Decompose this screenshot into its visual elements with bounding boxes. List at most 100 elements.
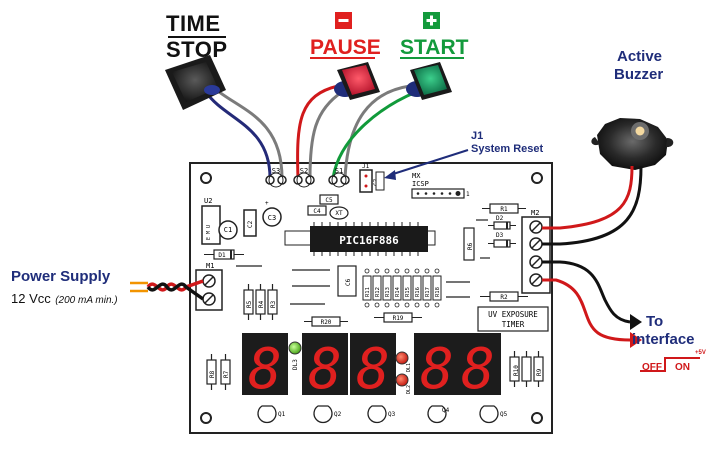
display-digit-4 <box>414 333 460 395</box>
part-label-r8: R8 <box>209 370 216 378</box>
power-supply-title: Power Supply <box>11 268 111 285</box>
digit-2: 8 <box>308 337 342 402</box>
plus-icon <box>423 12 440 29</box>
display-digit-2 <box>302 333 348 395</box>
power-wire-black <box>146 282 205 301</box>
pause-button-graphic <box>334 62 380 100</box>
display-digit-3 <box>350 333 396 395</box>
part-label-xt: XT <box>335 210 343 217</box>
part-label-r10: R10 <box>513 365 520 376</box>
part-label-j1: J1 <box>362 163 370 170</box>
part-label-r2: R2 <box>500 294 508 301</box>
part-label-r6: R6 <box>467 242 474 250</box>
digit-4: 8 <box>420 337 454 402</box>
buzzer-label-line2: Buzzer <box>614 66 664 83</box>
part-label-r20: R20 <box>321 319 332 326</box>
j1-label: J1 <box>471 130 484 142</box>
led-dl1-red <box>395 351 409 365</box>
part-label-r17: R17 <box>425 287 431 297</box>
c3-capacitor <box>262 207 282 227</box>
wire-pause-red <box>296 84 339 179</box>
part-label-c1: C1 <box>224 226 232 234</box>
pic-pins <box>313 222 419 256</box>
part-label-r11: R11 <box>365 287 371 297</box>
icsp-label: ICSP <box>412 180 429 188</box>
minus-icon <box>335 12 352 29</box>
buzzer-wire-black <box>542 165 643 246</box>
icsp-pin1-label: 1 <box>466 191 470 198</box>
time-stop-button-graphic <box>165 55 226 110</box>
wire-pause-gray <box>308 90 343 179</box>
mounting-hole-icon <box>531 412 543 424</box>
part-label-u2: U2 <box>204 197 212 205</box>
board-title-line1: UV EXPOSURE <box>488 310 538 319</box>
pad-label-s3: S3 <box>272 167 280 175</box>
c4-capacitor <box>307 205 327 216</box>
wire-timestop-blue <box>204 91 272 179</box>
start-label: START <box>400 36 469 59</box>
mounting-hole-icon <box>200 172 212 184</box>
start-button-graphic <box>406 62 452 100</box>
buzzer-icon <box>591 118 674 170</box>
c2-capacitor <box>243 209 257 237</box>
j1-pointer-arrow <box>389 149 469 176</box>
switch-pads <box>265 172 350 188</box>
display-digit-1 <box>242 333 288 395</box>
r6-resistor <box>463 227 475 261</box>
pause-label: PAUSE <box>310 36 381 59</box>
part-label-m1: M1 <box>206 262 214 270</box>
mcu-label: PIC16F886 <box>339 234 399 247</box>
part-label-r4: R4 <box>258 300 265 308</box>
c3-plus-mark: + <box>265 200 269 207</box>
wire-start-green <box>331 90 417 179</box>
c1-capacitor <box>218 220 238 240</box>
part-label-d2: D2 <box>496 215 504 222</box>
part-label-r19: R19 <box>393 315 404 322</box>
part-label-r16: R16 <box>415 287 421 297</box>
buzzer-label-line1: Active <box>617 48 663 65</box>
board-title-box <box>477 306 549 332</box>
wire-start-gray <box>343 84 411 179</box>
part-label-dl1: DL1 <box>406 363 412 372</box>
board-title-line2: TIMER <box>502 320 525 329</box>
part-label-r15: R15 <box>405 287 411 297</box>
interface-arrow-black-icon <box>630 314 642 330</box>
led-dl3-green <box>288 341 302 355</box>
xt-crystal <box>329 206 349 220</box>
digit-1: 8 <box>248 337 282 402</box>
board-traces <box>236 219 490 305</box>
seven-segment-displays <box>242 333 501 395</box>
part-label-q2: Q2 <box>334 411 342 418</box>
part-label-dl3: DL3 <box>292 359 299 370</box>
part-label-c2: C2 <box>247 220 254 228</box>
part-label-dl2: DL2 <box>406 385 412 394</box>
digit-5: 8 <box>461 337 495 402</box>
c6-capacitor <box>337 265 357 297</box>
part-label-r13: R13 <box>385 287 391 297</box>
wire-timestop-gray <box>213 86 284 179</box>
power-supply-spec: 12 Vcc (200 mA min.) <box>11 290 118 308</box>
icsp-mx-label: MX <box>412 172 421 180</box>
pic-mcu-chip <box>310 226 428 252</box>
power-voltage: 12 Vcc <box>11 291 51 306</box>
interface-wire-red <box>542 278 631 342</box>
part-label-d1: D1 <box>218 252 226 259</box>
pad-label-s2: S2 <box>300 167 308 175</box>
transistors <box>257 405 499 424</box>
pad-label-s1: S1 <box>335 167 343 175</box>
part-label-r18: R18 <box>435 287 441 297</box>
part-label-r7: R7 <box>223 370 230 378</box>
part-label-m2: M2 <box>531 209 539 217</box>
timestop-label-line2: STOP <box>166 37 228 62</box>
mounting-hole-icon <box>531 172 543 184</box>
part-label-r5: R5 <box>246 300 253 308</box>
resistor-array-r11-r18 <box>362 275 442 301</box>
c5-capacitor <box>319 194 339 205</box>
mounting-hole-icon <box>200 412 212 424</box>
icsp-header <box>411 188 465 199</box>
signal-plus5v-label: +5V <box>695 350 706 356</box>
part-label-r9: R9 <box>536 368 543 376</box>
part-label-r3: R3 <box>270 300 277 308</box>
